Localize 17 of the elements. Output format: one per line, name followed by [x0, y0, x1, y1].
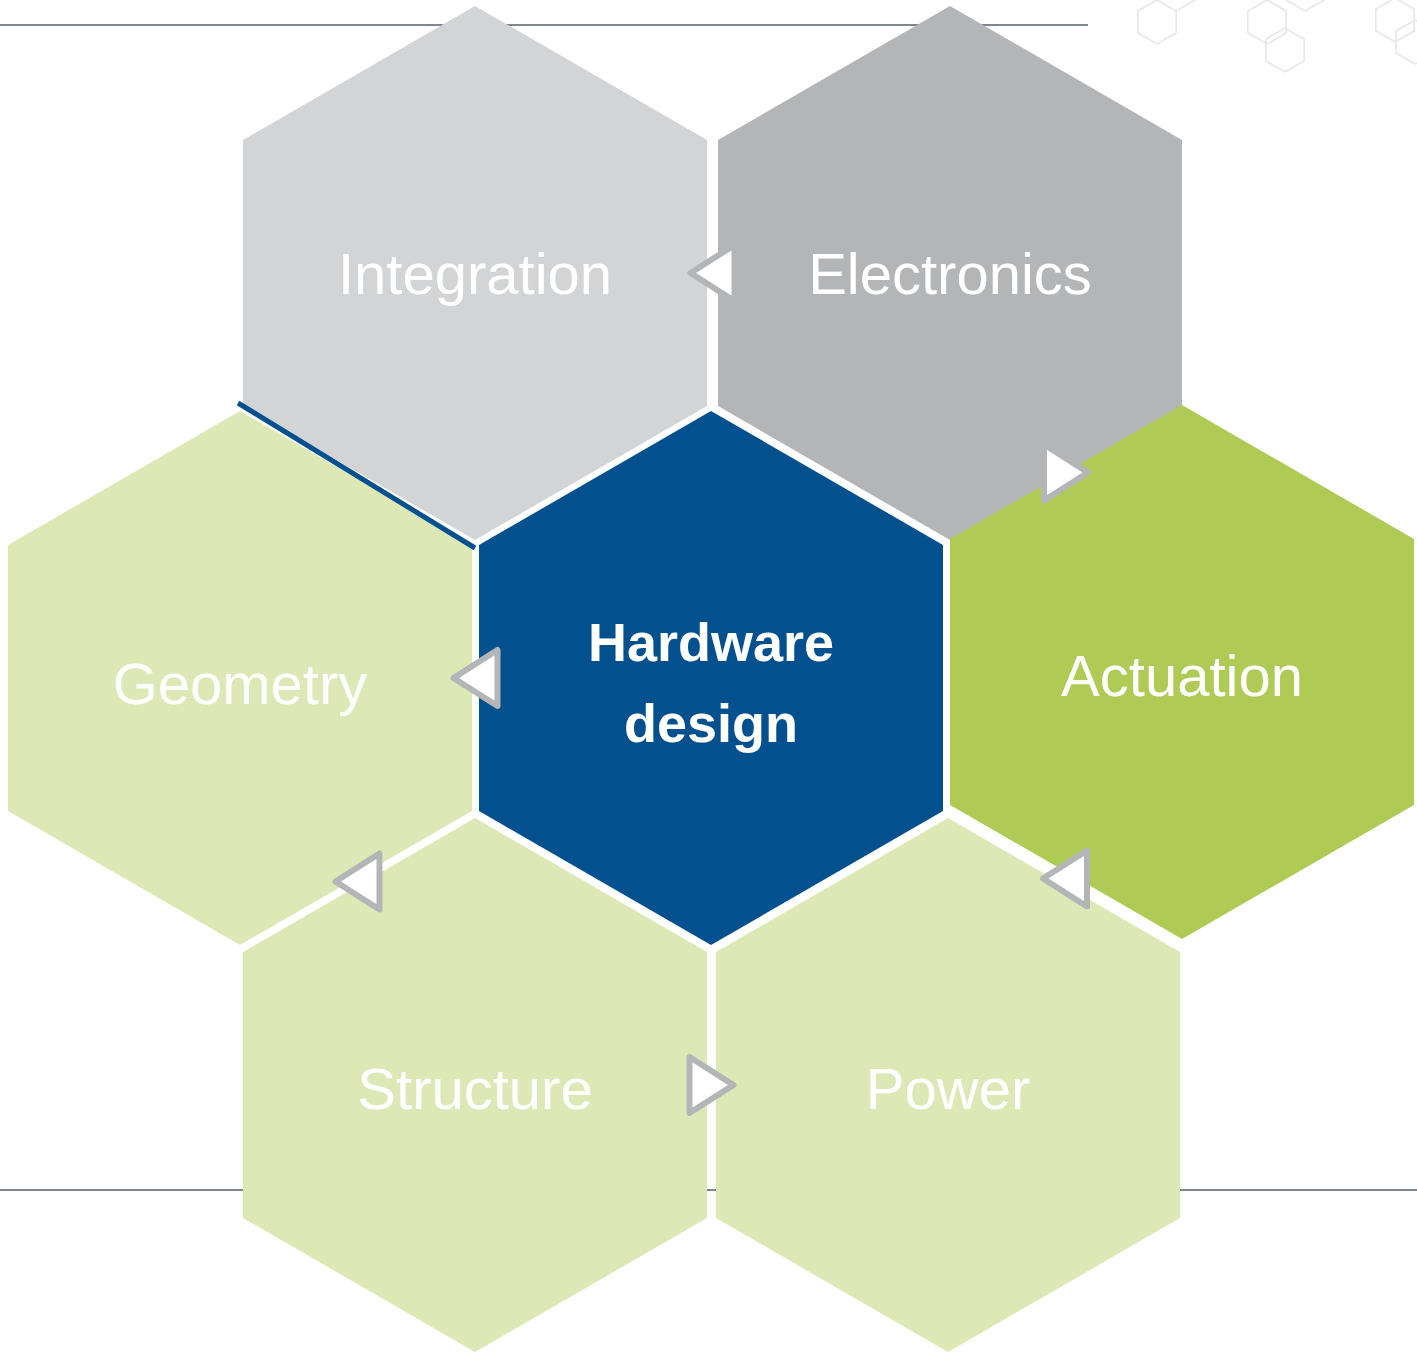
hexagon-label: Actuation [1061, 641, 1303, 710]
hexagon-label: Geometry [112, 649, 368, 718]
hexagon-label: Hardware design [586, 611, 836, 755]
hexagon [240, 3, 710, 543]
hexagon [947, 402, 1417, 942]
hexagon-label: Structure [357, 1054, 593, 1123]
hexagon-label: Power [865, 1054, 1031, 1123]
hexagon [5, 408, 475, 948]
arrow [1040, 847, 1090, 910]
hexagon [476, 408, 946, 948]
hexagon-label: Electronics [808, 239, 1092, 308]
arrow [686, 1054, 737, 1116]
arrow [450, 647, 501, 709]
hexagon [715, 3, 1185, 543]
arrow [332, 850, 383, 913]
hexagon [713, 815, 1183, 1355]
hexagon [240, 815, 710, 1355]
